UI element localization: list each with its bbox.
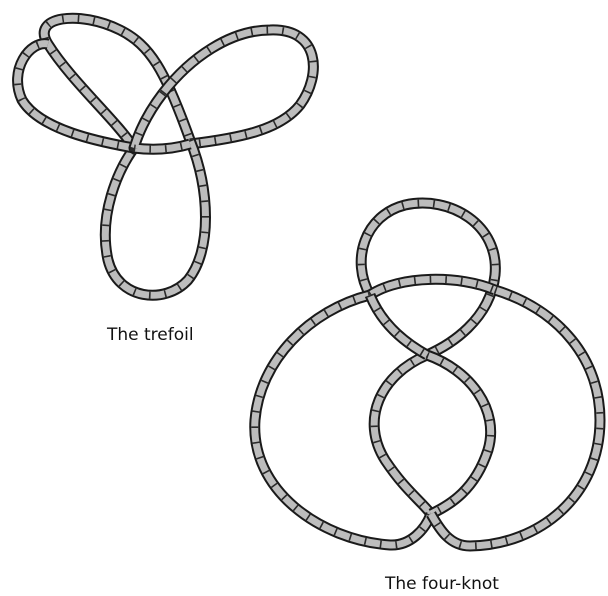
four-knot-strand-outer-left bbox=[255, 295, 431, 545]
four-knot-strand-lower-right bbox=[427, 355, 491, 514]
four-knot-strand-top-bar bbox=[370, 279, 495, 295]
four-knot-strand-inner-cross bbox=[370, 295, 427, 355]
four-knot bbox=[255, 203, 600, 546]
four-knot-strand-lower-left bbox=[374, 355, 431, 514]
trefoil-knot bbox=[18, 18, 314, 295]
four-knot-caption: The four-knot bbox=[385, 574, 499, 594]
four-knot-strand-outer-right bbox=[431, 290, 600, 546]
trefoil-caption: The trefoil bbox=[107, 325, 194, 345]
trefoil-strand-bottom-lobe bbox=[105, 140, 205, 295]
